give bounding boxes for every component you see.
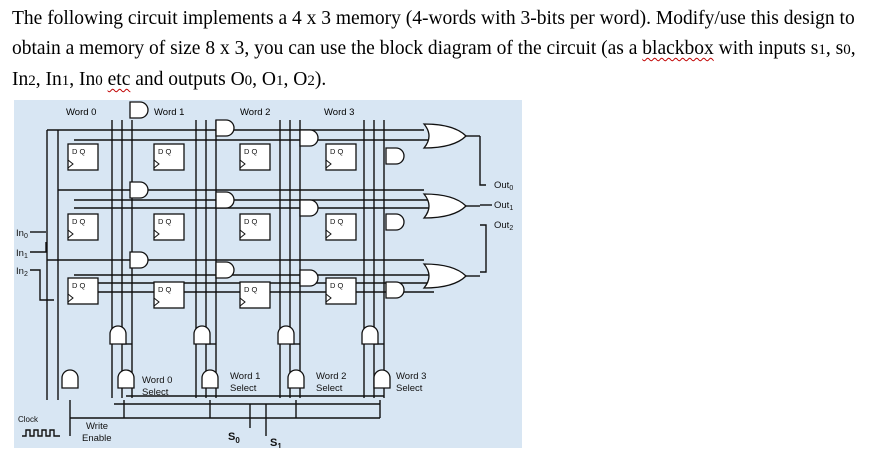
decoder-gate [201, 369, 219, 389]
word3-select-label: Word 3 [396, 371, 426, 382]
word-label-0: Word 0 [66, 107, 96, 118]
word0-select-label: Word 0 [142, 375, 172, 386]
spellcheck-etc: etc [107, 69, 131, 90]
and-gate [385, 281, 405, 299]
decoder-gate [287, 369, 305, 389]
ff-label: D Q [330, 217, 344, 226]
flip-flop-w1-b1 [153, 213, 185, 241]
ff-label: D Q [72, 147, 86, 156]
flip-flop-w0-b1 [67, 213, 99, 241]
ff-label: D Q [158, 285, 172, 294]
ff-label: D Q [158, 147, 172, 156]
and-gate [215, 261, 235, 279]
flip-flop-w1-b2 [153, 281, 185, 309]
or-gate-out1 [422, 193, 467, 219]
flip-flop-w2-b2 [239, 281, 271, 309]
ff-label: D Q [244, 217, 258, 226]
ff-label: D Q [158, 217, 172, 226]
word-label-3: Word 3 [324, 107, 354, 118]
ff-label: D Q [244, 147, 258, 156]
decoder-gate [117, 369, 135, 389]
flip-flop-w1-b0 [153, 143, 185, 171]
s0-label: S0 [228, 431, 240, 445]
word1-select-label: Select [230, 383, 257, 394]
and-gate [299, 199, 319, 217]
input-label-in2: In2 [16, 266, 28, 278]
spellcheck-blackbox: blackbox [642, 38, 714, 59]
word-label-2: Word 2 [240, 107, 270, 118]
write-enable-label: Write [86, 421, 108, 432]
and-gate [215, 119, 235, 137]
write-enable-label: Enable [82, 433, 112, 444]
word1-select-label: Word 1 [230, 371, 260, 382]
ff-label: D Q [244, 285, 258, 294]
select-and-gate [193, 325, 211, 345]
flip-flop-w2-b0 [239, 143, 271, 171]
or-gate-out0 [422, 123, 467, 149]
flip-flop-w3-b2 [325, 277, 357, 305]
word2-select-label: Word 2 [316, 371, 346, 382]
word-label-1: Word 1 [154, 107, 184, 118]
flip-flop-w3-b0 [325, 143, 357, 171]
ff-label: D Q [330, 147, 344, 156]
and-gate [385, 147, 405, 165]
and-gate [129, 181, 149, 199]
memory-circuit-diagram: Word 0 Word 1 Word 2 Word 3 [14, 100, 522, 448]
and-gate [299, 269, 319, 287]
word2-select-label: Select [316, 383, 343, 394]
clock-label: Clock [18, 415, 39, 424]
and-gate [129, 251, 149, 269]
flip-flop-w3-b1 [325, 213, 357, 241]
decoder-gate [373, 369, 391, 389]
output-label-out2: Out2 [494, 220, 513, 232]
and-gate [129, 101, 149, 119]
word0-select-label: Select [142, 387, 169, 398]
s1-label: S1 [270, 437, 282, 448]
word3-select-label: Select [396, 383, 423, 394]
output-label-out0: Out0 [494, 180, 513, 192]
select-and-gate [361, 325, 379, 345]
select-and-gate [277, 325, 295, 345]
ff-label: D Q [72, 281, 86, 290]
flip-flop-w0-b2 [67, 277, 99, 305]
and-gate [299, 129, 319, 147]
and-gate [385, 213, 405, 231]
ff-label: D Q [72, 217, 86, 226]
flip-flop-w2-b1 [239, 213, 271, 241]
input-label-in1: In1 [16, 248, 28, 260]
question-text: The following circuit implements a 4 x 3… [12, 8, 856, 90]
output-label-out1: Out1 [494, 200, 513, 212]
decoder-gate [61, 369, 79, 389]
and-gate [215, 191, 235, 209]
input-label-in0: In0 [16, 228, 28, 240]
ff-label: D Q [330, 281, 344, 290]
flip-flop-w0-b0 [67, 143, 99, 171]
select-and-gate [109, 325, 127, 345]
or-gate-out2 [422, 263, 467, 289]
